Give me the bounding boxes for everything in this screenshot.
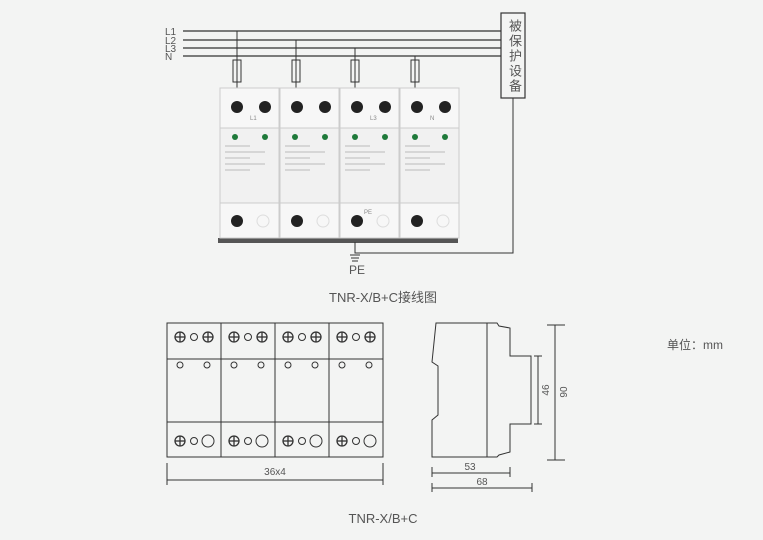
status-led-icon <box>292 134 298 140</box>
label-l1: L1 <box>165 27 177 38</box>
status-led-icon <box>382 134 388 140</box>
dim-46-label: 46 <box>541 384 552 396</box>
indicator-hole <box>338 361 346 369</box>
terminal-screw-icon <box>351 101 363 113</box>
dimension-title: TNR-X/B+C <box>349 511 418 526</box>
indicator-hole <box>176 361 184 369</box>
protected-device-label: 被保护设备 <box>506 18 521 94</box>
status-led-icon <box>442 134 448 140</box>
screw-icon <box>310 331 322 343</box>
terminal-screw-icon <box>439 101 451 113</box>
terminal-screw-icon <box>319 101 331 113</box>
terminal-screw-icon <box>259 101 271 113</box>
module-pe-label: PE <box>364 210 372 216</box>
screw-icon <box>202 331 214 343</box>
label-n: N <box>165 52 172 63</box>
unit-label: 单位：mm <box>667 337 723 352</box>
fuse-icon <box>410 59 420 83</box>
terminal-screw-icon <box>231 101 243 113</box>
indicator-hole <box>203 361 211 369</box>
dim-53-label: 53 <box>464 462 476 473</box>
terminal-screw-icon <box>231 215 243 227</box>
screw-icon <box>336 331 348 343</box>
side-view: 46 90 53 68 <box>431 322 570 492</box>
status-led-icon <box>352 134 358 140</box>
wiring-title: TNR-X/B+C接线图 <box>329 290 437 305</box>
terminal-screw-icon <box>411 101 423 113</box>
terminal-screw-icon <box>411 215 423 227</box>
indicator-hole <box>365 361 373 369</box>
spd-product-image: L1 L3 N PE <box>218 87 460 243</box>
indicator-hole <box>311 361 319 369</box>
module-label: L1 <box>250 116 257 122</box>
indicator-hole <box>284 361 292 369</box>
status-led-icon <box>322 134 328 140</box>
screw-icon <box>174 435 186 447</box>
label-l2: L2 <box>165 36 177 47</box>
status-led-icon <box>412 134 418 140</box>
screw-icon <box>228 435 240 447</box>
label-l3: L3 <box>165 44 177 55</box>
screw-icon <box>256 331 268 343</box>
screw-icon <box>364 331 376 343</box>
indicator-hole <box>230 361 238 369</box>
phase-lines <box>183 30 501 57</box>
terminal-screw-icon <box>291 101 303 113</box>
status-led-icon <box>232 134 238 140</box>
terminal-screw-icon <box>379 101 391 113</box>
screw-icon <box>228 331 240 343</box>
pe-wire <box>354 98 514 254</box>
dim-90-label: 90 <box>559 386 570 398</box>
fuse-icon <box>232 59 242 83</box>
screw-icon <box>282 331 294 343</box>
fuses <box>232 31 420 88</box>
fuse-icon <box>291 59 301 83</box>
screw-icon <box>282 435 294 447</box>
status-led-icon <box>262 134 268 140</box>
ground-label: PE <box>349 263 365 277</box>
terminal-screw-icon <box>291 215 303 227</box>
dim-width-label: 36x4 <box>264 467 286 478</box>
indicator-hole <box>257 361 265 369</box>
front-view: 36x4 <box>166 322 384 485</box>
module-label: L3 <box>370 116 377 122</box>
module-label: N <box>430 116 434 122</box>
dim-68-label: 68 <box>476 477 488 488</box>
ground-icon <box>350 254 360 262</box>
screw-icon <box>336 435 348 447</box>
screw-icon <box>174 331 186 343</box>
fuse-icon <box>350 59 360 83</box>
terminal-screw-icon <box>351 215 363 227</box>
